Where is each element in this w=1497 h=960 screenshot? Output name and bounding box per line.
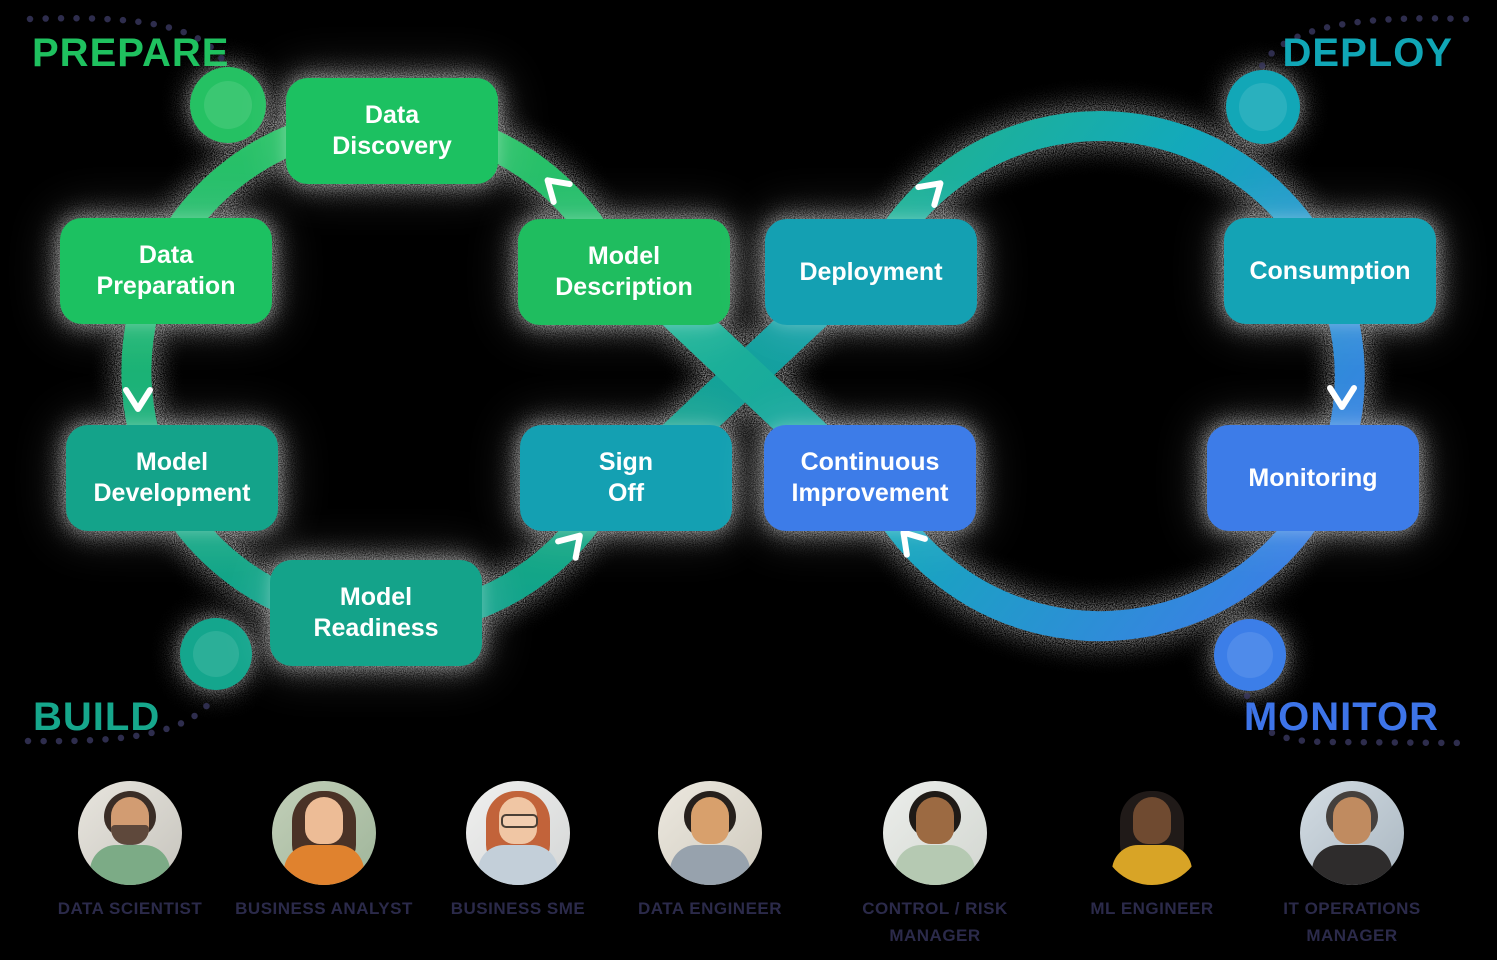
avatar-body bbox=[895, 845, 975, 885]
avatar-body bbox=[478, 845, 558, 885]
arrowhead-to-continuous-improvement bbox=[900, 529, 928, 558]
stage-label-monitor: MONITOR bbox=[1243, 695, 1439, 739]
node-label: Data Preparation bbox=[96, 241, 236, 300]
node-label: Model Readiness bbox=[313, 583, 439, 642]
dotted-accent-build bbox=[24, 694, 217, 745]
stage-label-deploy: DEPLOY bbox=[1282, 31, 1453, 75]
avatar-face bbox=[1333, 797, 1371, 844]
node-label: Model Development bbox=[93, 448, 251, 507]
avatar-beard bbox=[111, 825, 149, 845]
node-data-preparation: Data Preparation bbox=[60, 218, 272, 324]
avatar-face bbox=[691, 797, 729, 844]
avatar-body bbox=[284, 845, 364, 885]
node-monitoring: Monitoring bbox=[1207, 425, 1419, 531]
node-label: Sign Off bbox=[598, 448, 654, 507]
avatar-face bbox=[916, 797, 954, 844]
arrowhead-to-monitoring bbox=[1327, 385, 1357, 410]
dotted-accent-deploy bbox=[1258, 15, 1470, 70]
avatar-body bbox=[90, 845, 170, 885]
role-label-data-engineer: DATA ENGINEER bbox=[637, 899, 783, 918]
role-label-control-risk-manager: CONTROL / RISK MANAGER bbox=[862, 899, 1008, 945]
avatar-control-risk-manager bbox=[883, 781, 987, 885]
avatar-data-engineer bbox=[658, 781, 762, 885]
avatar-body bbox=[1112, 845, 1192, 885]
node-label: Monitoring bbox=[1248, 463, 1378, 492]
node-model-development: Model Development bbox=[66, 425, 278, 531]
role-label-data-scientist: DATA SCIENTIST bbox=[57, 899, 203, 918]
build-loop-dot bbox=[180, 618, 252, 690]
stage-label-prepare: PREPARE bbox=[32, 31, 230, 75]
node-model-readiness: Model Readiness bbox=[270, 560, 482, 666]
node-label: Model Description bbox=[555, 242, 693, 301]
avatar-glasses bbox=[501, 814, 538, 828]
node-sign-off: Sign Off bbox=[520, 425, 732, 531]
monitor-loop-dot bbox=[1214, 619, 1286, 691]
node-label: Continuous Improvement bbox=[791, 448, 949, 507]
prepare-loop-dot bbox=[190, 67, 266, 143]
deploy-monitor-loop-path bbox=[856, 111, 1365, 642]
arrowhead-to-consumption bbox=[915, 180, 944, 208]
node-continuous-improvement: Continuous Improvement bbox=[764, 425, 976, 531]
dotted-accent-monitor bbox=[1243, 692, 1471, 747]
avatar-face bbox=[305, 797, 343, 844]
avatar-face bbox=[1133, 797, 1171, 844]
dotted-accent-prepare bbox=[26, 14, 228, 66]
avatar-face bbox=[499, 797, 537, 844]
arrowhead-to-data-discovery bbox=[544, 177, 573, 205]
avatar-business-sme bbox=[466, 781, 570, 885]
node-label: Consumption bbox=[1249, 256, 1411, 285]
node-consumption: Consumption bbox=[1224, 218, 1436, 324]
node-deployment: Deployment bbox=[765, 219, 977, 325]
avatar-data-scientist bbox=[78, 781, 182, 885]
role-label-business-sme: BUSINESS SME bbox=[450, 899, 586, 918]
avatar-body bbox=[1312, 845, 1392, 885]
role-label-business-analyst: BUSINESS ANALYST bbox=[235, 899, 413, 918]
avatar-ml-engineer bbox=[1100, 781, 1204, 885]
avatar-it-operations-manager bbox=[1300, 781, 1404, 885]
node-label: Data Discovery bbox=[332, 101, 452, 160]
role-label-it-operations-manager: IT OPERATIONS MANAGER bbox=[1283, 899, 1421, 945]
prepare-build-loop-path bbox=[121, 106, 633, 637]
avatar-business-analyst bbox=[272, 781, 376, 885]
arrowhead-to-model-development bbox=[123, 387, 153, 412]
avatar-body bbox=[670, 845, 750, 885]
deploy-loop-dot bbox=[1226, 70, 1300, 144]
node-data-discovery: Data Discovery bbox=[286, 78, 498, 184]
node-label: Deployment bbox=[799, 257, 943, 286]
arrowhead-to-sign-off bbox=[555, 532, 583, 561]
node-model-description: Model Description bbox=[518, 219, 730, 325]
role-label-ml-engineer: ML ENGINEER bbox=[1090, 899, 1214, 918]
stage-label-build: BUILD bbox=[33, 695, 161, 739]
